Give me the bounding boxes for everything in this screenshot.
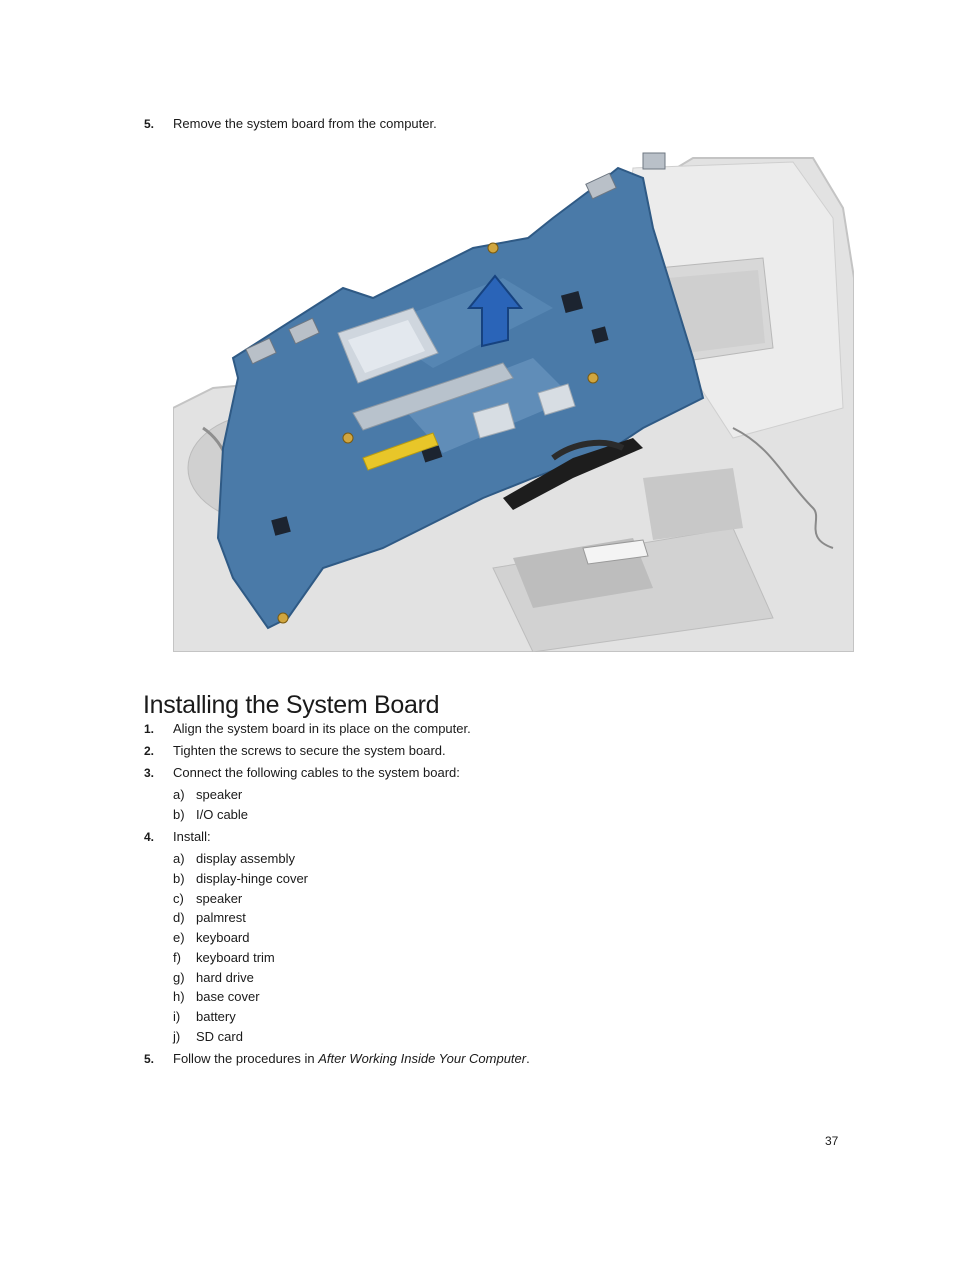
io-cable xyxy=(551,439,625,461)
step-number: 2. xyxy=(144,744,155,758)
lift-arrow-icon xyxy=(466,274,524,348)
list-item: b) display-hinge cover xyxy=(173,871,308,887)
screw-hole-1 xyxy=(342,432,354,444)
screw-hole-3 xyxy=(277,612,289,624)
power-connector xyxy=(642,152,666,170)
sub-letter: g) xyxy=(173,970,185,985)
chip-black-3 xyxy=(421,445,443,463)
step-number: 3. xyxy=(144,766,155,780)
sub-text: palmrest xyxy=(196,910,246,925)
chip-black-4 xyxy=(271,516,291,536)
usb-port-left-1 xyxy=(245,337,277,365)
screw-hole-4 xyxy=(487,242,499,254)
palmrest-sticker xyxy=(582,539,649,565)
usb-port-right xyxy=(585,172,617,200)
sub-text: base cover xyxy=(196,989,260,1004)
list-item: d) palmrest xyxy=(173,910,246,926)
chip-silver-2 xyxy=(537,383,576,416)
list-item: h) base cover xyxy=(173,989,260,1005)
sub-letter: h) xyxy=(173,989,185,1004)
sub-text: speaker xyxy=(196,787,243,802)
sub-text: keyboard xyxy=(196,930,250,945)
step-text: Align the system board in its place on t… xyxy=(173,721,471,736)
sub-letter: c) xyxy=(173,891,184,906)
chip-silver-1 xyxy=(472,402,516,439)
system-board-figure xyxy=(172,148,855,653)
step-text-suffix: . xyxy=(526,1051,530,1066)
sub-letter: f) xyxy=(173,950,181,965)
sub-letter: e) xyxy=(173,930,185,945)
step-text-prefix: Follow the procedures in xyxy=(173,1051,319,1066)
heat-pipe xyxy=(352,362,514,431)
sub-text: I/O cable xyxy=(196,807,249,822)
list-item: i) battery xyxy=(173,1009,236,1025)
step-text: Install: xyxy=(173,829,211,844)
sub-letter: a) xyxy=(173,851,185,866)
chip-black-1 xyxy=(560,290,584,314)
sub-letter: i) xyxy=(173,1009,181,1024)
list-item: f) keyboard trim xyxy=(173,950,275,966)
sub-text: battery xyxy=(196,1009,236,1024)
step-number: 5. xyxy=(144,117,155,131)
list-item: a) display assembly xyxy=(173,851,295,867)
board-region-middle xyxy=(403,358,573,453)
step-text: Connect the following cables to the syst… xyxy=(173,765,460,780)
page-number: 37 xyxy=(825,1134,839,1148)
sub-letter: b) xyxy=(173,807,185,822)
cross-reference-link[interactable]: After Working Inside Your Computer xyxy=(318,1051,527,1066)
list-item: c) speaker xyxy=(173,891,242,907)
heat-shield-highlight xyxy=(348,320,425,373)
list-item: a) speaker xyxy=(173,787,242,803)
step-text: Tighten the screws to secure the system … xyxy=(173,743,446,758)
step-number: 4. xyxy=(144,830,155,844)
hard-drive-label xyxy=(668,270,765,354)
sub-letter: j) xyxy=(173,1029,181,1044)
sub-letter: a) xyxy=(173,787,185,802)
keyboard-bay xyxy=(643,468,743,540)
sub-text: display-hinge cover xyxy=(196,871,309,886)
chip-black-2 xyxy=(591,326,609,344)
sub-text: speaker xyxy=(196,891,243,906)
sub-text: SD card xyxy=(196,1029,243,1044)
screw-hole-2 xyxy=(587,372,599,384)
section-title: Installing the System Board xyxy=(143,690,440,719)
step-number: 1. xyxy=(144,722,155,736)
io-cable-connector xyxy=(503,438,643,510)
step-text: Follow the procedures in After Working I… xyxy=(173,1051,530,1067)
cable-right xyxy=(732,427,834,549)
yellow-tape xyxy=(362,432,439,471)
list-item: g) hard drive xyxy=(173,970,254,986)
usb-port-left-2 xyxy=(288,317,320,345)
list-item: e) keyboard xyxy=(173,930,249,946)
list-item: j) SD card xyxy=(173,1029,243,1045)
step-text: Remove the system board from the compute… xyxy=(173,116,437,131)
sub-text: keyboard trim xyxy=(196,950,275,965)
list-item: b) I/O cable xyxy=(173,807,248,823)
system-board-illustration xyxy=(172,152,855,653)
sub-text: hard drive xyxy=(196,970,254,985)
step-number: 5. xyxy=(144,1052,155,1066)
sub-letter: b) xyxy=(173,871,185,886)
sub-letter: d) xyxy=(173,910,185,925)
sub-text: display assembly xyxy=(196,851,295,866)
